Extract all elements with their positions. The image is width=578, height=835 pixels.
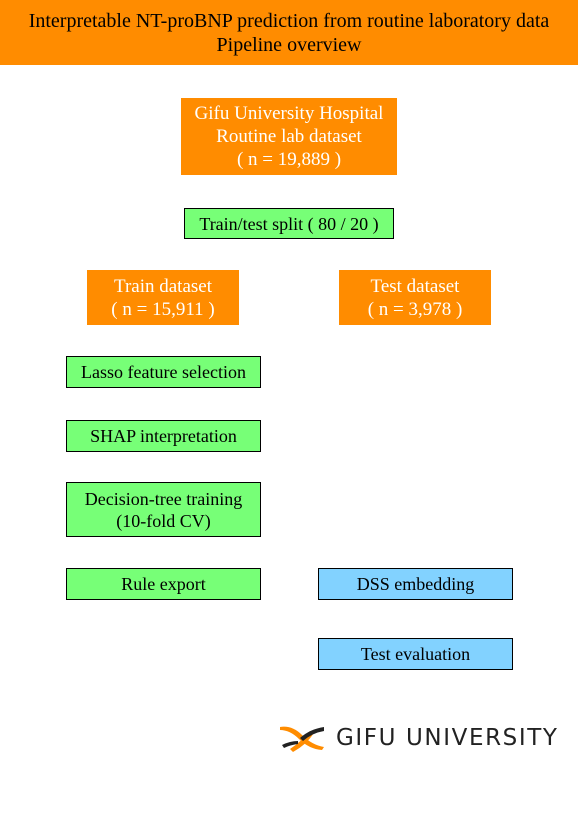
university-logo: GIFU UNIVERSITY: [278, 720, 559, 756]
node-line: Train/test split ( 80 / 20 ): [199, 213, 379, 234]
node-line: Gifu University Hospital: [194, 103, 384, 124]
node-dss-embedding: DSS embedding: [318, 568, 513, 600]
node-line: ( n = 19,889 ): [236, 149, 342, 170]
node-line: (10-fold CV): [116, 510, 211, 531]
node-source-dataset: Gifu University Hospital Routine lab dat…: [181, 98, 397, 175]
node-line: Train dataset: [114, 275, 212, 297]
node-train-dataset: Train dataset ( n = 15,911 ): [87, 270, 239, 325]
logo-wordmark: GIFU UNIVERSITY: [336, 725, 559, 751]
node-train-test-split: Train/test split ( 80 / 20 ): [184, 208, 394, 239]
node-rule-export: Rule export: [66, 568, 261, 600]
node-lasso-feature-selection: Lasso feature selection: [66, 356, 261, 388]
node-line: Rule export: [121, 574, 206, 594]
node-test-dataset: Test dataset ( n = 3,978 ): [339, 270, 491, 325]
diagram-subtitle: Pipeline overview: [216, 33, 362, 56]
node-shap-interpretation: SHAP interpretation: [66, 420, 261, 452]
page-header: Interpretable NT-proBNP prediction from …: [0, 0, 578, 65]
node-line: ( n = 3,978 ): [367, 298, 463, 320]
node-line: DSS embedding: [356, 574, 475, 594]
node-line: SHAP interpretation: [90, 426, 237, 446]
node-test-evaluation: Test evaluation: [318, 638, 513, 670]
gifu-university-logo-icon: [278, 723, 326, 753]
node-line: Lasso feature selection: [81, 362, 246, 382]
node-decision-tree-training: Decision-tree training (10-fold CV): [66, 482, 261, 537]
node-line: Test dataset: [370, 275, 460, 297]
node-line: Test evaluation: [360, 644, 471, 664]
node-line: Routine lab dataset: [216, 126, 362, 147]
node-line: ( n = 15,911 ): [111, 298, 215, 320]
node-line: Decision-tree training: [84, 488, 243, 509]
diagram-title: Interpretable NT-proBNP prediction from …: [28, 9, 550, 32]
